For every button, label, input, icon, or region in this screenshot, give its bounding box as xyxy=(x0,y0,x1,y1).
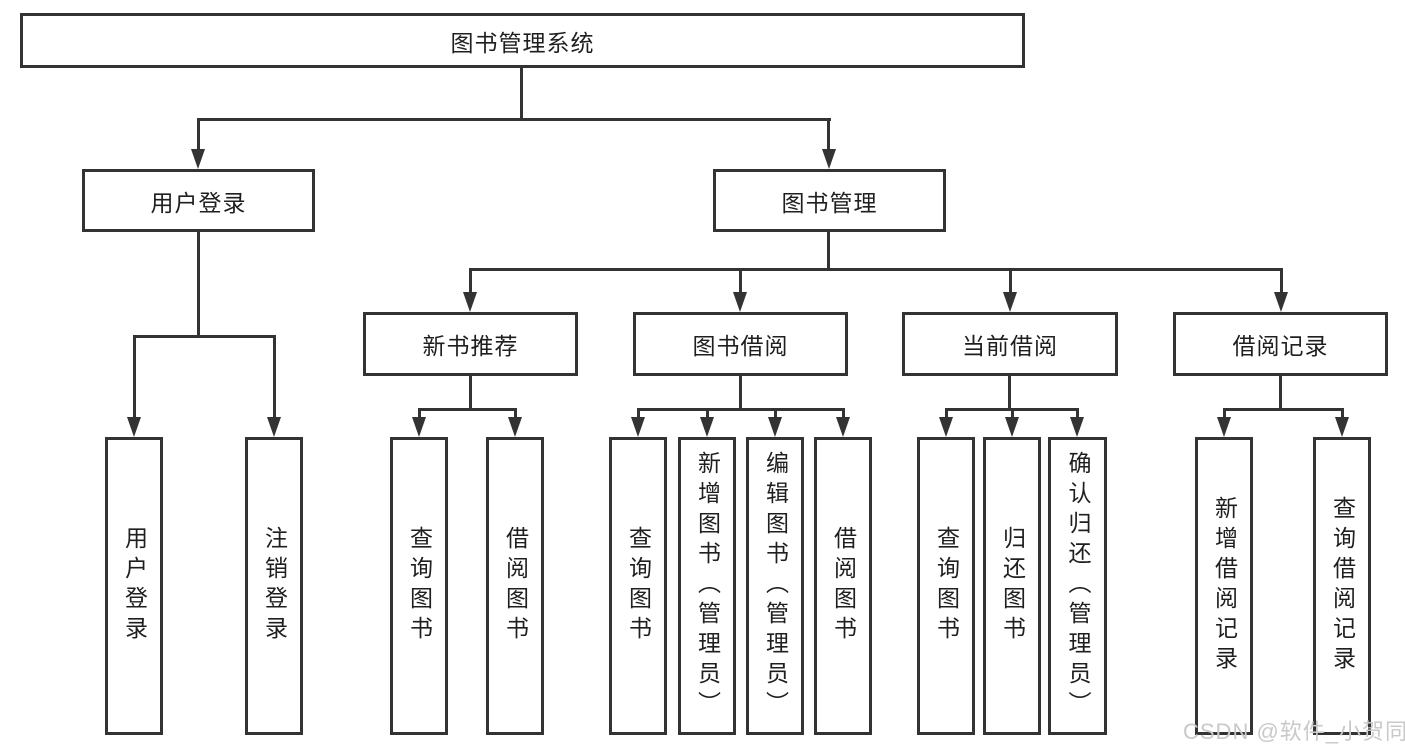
node-book-borrow: 图书借阅 xyxy=(633,312,848,376)
connector-mgmt-drop-2 xyxy=(739,268,742,292)
connector-borrow-rail xyxy=(637,408,844,411)
node-book-borrow-label: 图书借阅 xyxy=(692,333,789,359)
connector-root-rail xyxy=(197,118,831,121)
connector-login-drop-1 xyxy=(133,335,136,417)
leaf-records-add-label: 新增借阅记录 xyxy=(1211,496,1238,676)
connector-newbooks-stub xyxy=(469,376,472,408)
connector-newbooks-drop-2 xyxy=(514,408,517,419)
leaf-borrow-borrow-label: 借阅图书 xyxy=(830,526,857,646)
connector-records-rail xyxy=(1223,408,1344,411)
arrowhead-down-icon xyxy=(1274,292,1288,312)
connector-login-drop-2 xyxy=(273,335,276,417)
connector-login-stub xyxy=(197,232,200,335)
arrowhead-down-icon xyxy=(733,292,747,312)
arrowhead-down-icon xyxy=(768,417,782,437)
connector-mgmt-rail xyxy=(469,268,1283,271)
connector-root-stub xyxy=(520,68,523,118)
connector-records-stub xyxy=(1279,376,1282,408)
leaf-current-query-label: 查询图书 xyxy=(933,526,960,646)
leaf-current-confirm: 确认归还（管理员） xyxy=(1048,437,1107,735)
connector-borrow-drop-1 xyxy=(637,408,640,419)
connector-root-drop-left xyxy=(197,118,200,149)
connector-mgmt-drop-4 xyxy=(1280,268,1283,292)
arrowhead-down-icon xyxy=(700,417,714,437)
connector-mgmt-drop-1 xyxy=(469,268,472,292)
leaf-records-add: 新增借阅记录 xyxy=(1195,437,1253,735)
node-book-mgmt-label: 图书管理 xyxy=(781,189,878,216)
arrowhead-down-icon xyxy=(412,417,426,437)
connector-records-drop-1 xyxy=(1223,408,1226,419)
leaf-user-login: 用户登录 xyxy=(105,437,163,735)
arrowhead-down-icon xyxy=(127,417,141,437)
leaf-borrow-add-label: 新增图书（管理员） xyxy=(694,451,721,721)
node-new-books-label: 新书推荐 xyxy=(422,333,519,359)
leaf-borrow-query: 查询图书 xyxy=(609,437,667,735)
connector-borrow-drop-2 xyxy=(706,408,709,419)
connector-mgmt-drop-3 xyxy=(1009,268,1012,292)
connector-current-drop-1 xyxy=(945,408,948,419)
leaf-newbooks-borrow: 借阅图书 xyxy=(486,437,544,735)
leaf-borrow-edit-label: 编辑图书（管理员） xyxy=(762,451,789,721)
arrowhead-down-icon xyxy=(1070,417,1084,437)
node-root-title: 图书管理系统 xyxy=(20,13,1025,68)
arrowhead-down-icon xyxy=(508,417,522,437)
node-book-mgmt: 图书管理 xyxy=(713,169,946,232)
connector-current-drop-3 xyxy=(1076,408,1079,419)
leaf-records-query: 查询借阅记录 xyxy=(1313,437,1371,735)
node-new-books: 新书推荐 xyxy=(363,312,578,376)
leaf-records-query-label: 查询借阅记录 xyxy=(1329,496,1356,676)
connector-borrow-drop-3 xyxy=(774,408,777,419)
arrowhead-down-icon xyxy=(631,417,645,437)
arrowhead-down-icon xyxy=(939,417,953,437)
arrowhead-down-icon xyxy=(1335,417,1349,437)
node-user-login-label: 用户登录 xyxy=(150,189,247,216)
arrowhead-down-icon xyxy=(267,417,281,437)
node-current-borrow-label: 当前借阅 xyxy=(962,333,1058,359)
leaf-current-return: 归还图书 xyxy=(983,437,1041,735)
arrowhead-down-icon xyxy=(463,292,477,312)
leaf-newbooks-query: 查询图书 xyxy=(390,437,448,735)
connector-newbooks-drop-1 xyxy=(418,408,421,419)
node-user-login: 用户登录 xyxy=(82,169,315,232)
arrowhead-down-icon xyxy=(1217,417,1231,437)
connector-current-drop-2 xyxy=(1011,408,1014,419)
node-current-borrow: 当前借阅 xyxy=(902,312,1118,376)
node-borrow-records-label: 借阅记录 xyxy=(1232,333,1329,359)
connector-records-drop-2 xyxy=(1341,408,1344,419)
leaf-logout-label: 注销登录 xyxy=(261,526,288,646)
connector-newbooks-rail xyxy=(418,408,517,411)
arrowhead-down-icon xyxy=(1005,417,1019,437)
leaf-newbooks-borrow-label: 借阅图书 xyxy=(502,526,529,646)
leaf-borrow-query-label: 查询图书 xyxy=(625,526,652,646)
leaf-logout: 注销登录 xyxy=(245,437,303,735)
connector-current-stub xyxy=(1008,376,1011,408)
node-borrow-records: 借阅记录 xyxy=(1173,312,1388,376)
leaf-current-confirm-label: 确认归还（管理员） xyxy=(1065,451,1091,721)
arrowhead-down-icon xyxy=(836,417,850,437)
leaf-borrow-add: 新增图书（管理员） xyxy=(678,437,736,735)
leaf-user-login-label: 用户登录 xyxy=(121,526,148,646)
leaf-newbooks-query-label: 查询图书 xyxy=(406,526,433,646)
node-root-title-label: 图书管理系统 xyxy=(450,29,595,56)
connector-login-rail xyxy=(133,335,276,338)
leaf-borrow-edit: 编辑图书（管理员） xyxy=(746,437,804,735)
arrowhead-down-icon xyxy=(822,149,836,169)
connector-mgmt-stub xyxy=(827,232,830,268)
connector-borrow-stub xyxy=(739,376,742,408)
arrowhead-down-icon xyxy=(191,149,205,169)
leaf-current-return-label: 归还图书 xyxy=(999,526,1026,646)
connector-borrow-drop-4 xyxy=(842,408,845,419)
leaf-borrow-borrow: 借阅图书 xyxy=(814,437,872,735)
arrowhead-down-icon xyxy=(1003,292,1017,312)
connector-root-drop-right xyxy=(827,118,830,149)
leaf-current-query: 查询图书 xyxy=(917,437,975,735)
watermark: CSDN @软件_小贺同学 xyxy=(1183,719,1405,744)
